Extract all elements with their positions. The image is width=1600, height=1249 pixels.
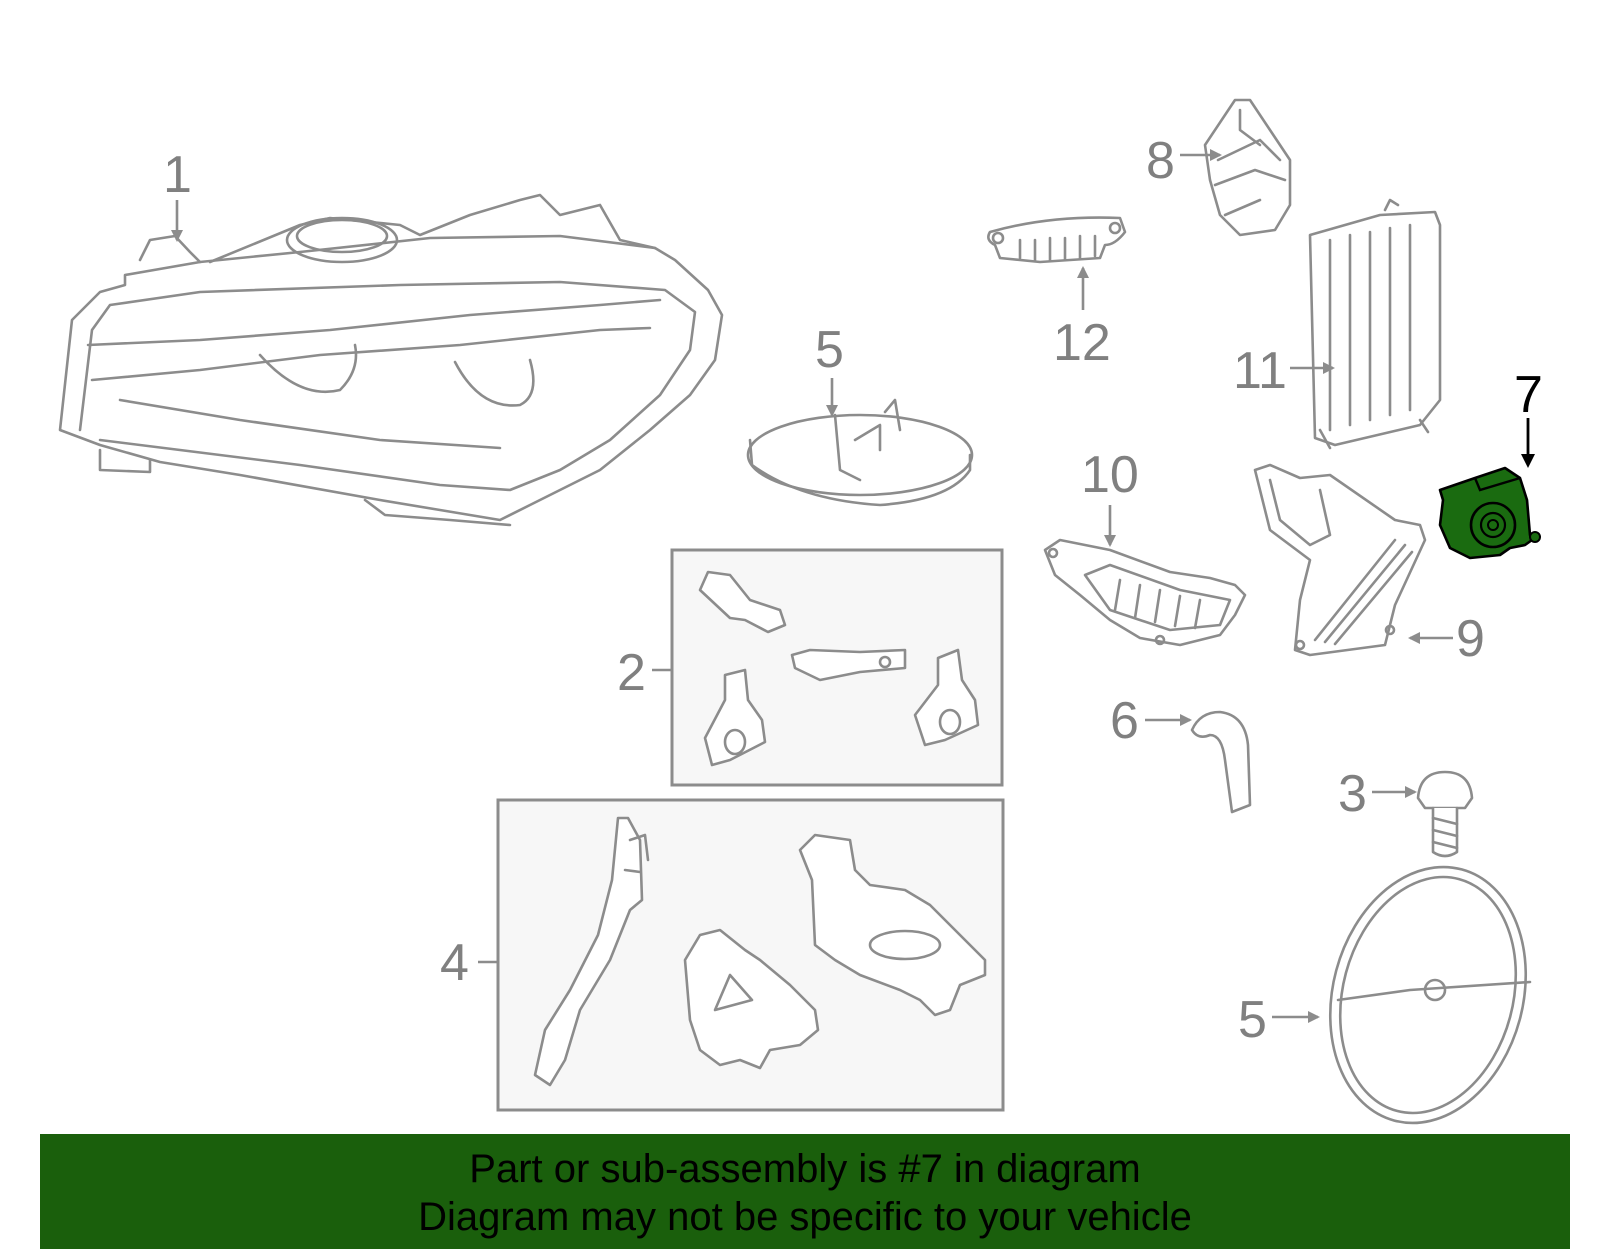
callout-11: 11: [1233, 342, 1287, 400]
banner-part-text: Part or sub-assembly is #7 in diagram: [469, 1147, 1141, 1191]
callout-2: 2: [617, 644, 646, 702]
callout-numbers: 1 2 3 4 5 5 6 7 8 9 10 11 12: [163, 132, 1543, 1049]
part-4-kit-box: [496, 798, 1005, 1112]
callout-8: 8: [1146, 132, 1175, 190]
part-5-cap-top: [746, 398, 974, 507]
banner-disclaimer-text: Diagram may not be specific to your vehi…: [418, 1195, 1192, 1239]
part-5-cover-bottom: [1328, 865, 1532, 1125]
part-8-socket: [1203, 98, 1292, 237]
callout-3: 3: [1338, 765, 1367, 823]
part-11-control-module: [1308, 198, 1442, 450]
callout-5-bottom: 5: [1238, 991, 1267, 1049]
part-6-hose: [1190, 710, 1252, 814]
part-10-vent: [1043, 538, 1247, 647]
info-banner: Part or sub-assembly is #7 in diagram Di…: [40, 1134, 1570, 1249]
callout-5-top: 5: [815, 321, 844, 379]
part-12-bracket: [987, 216, 1127, 264]
part-7-highlighted: [1438, 466, 1541, 560]
part-9-duct: [1253, 463, 1427, 657]
leader-lines: [171, 149, 1535, 1023]
part-2-kit-box: [670, 548, 1004, 787]
callout-7: 7: [1514, 366, 1543, 424]
part-1-headlamp: [58, 193, 724, 527]
part-3-screw: [1416, 770, 1474, 858]
callout-12: 12: [1053, 314, 1111, 372]
callout-4: 4: [440, 934, 469, 992]
callout-6: 6: [1110, 692, 1139, 750]
callout-10: 10: [1081, 446, 1139, 504]
callout-1: 1: [163, 146, 192, 204]
callout-9: 9: [1456, 610, 1485, 668]
